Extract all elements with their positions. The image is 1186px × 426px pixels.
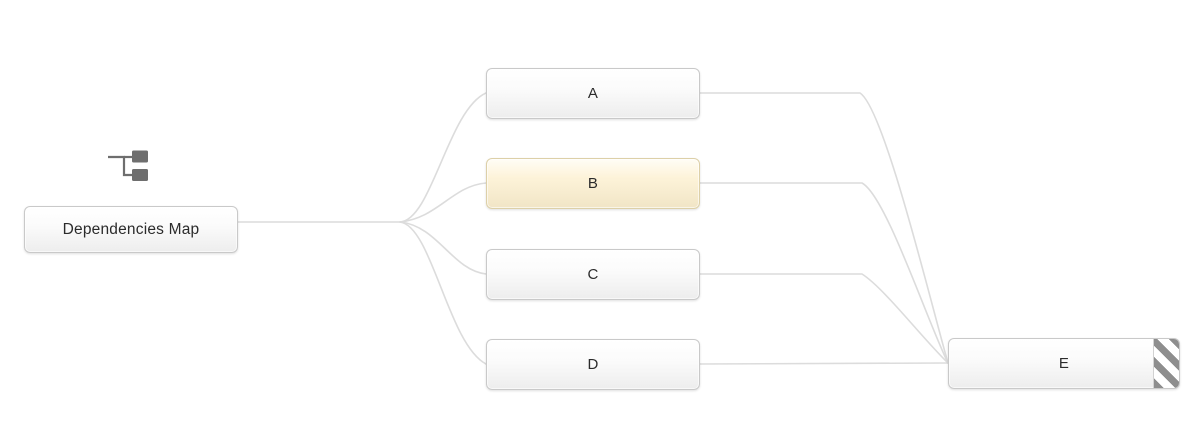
edge-b-e	[699, 182, 949, 364]
edge-root-b	[399, 182, 487, 223]
node-e[interactable]: E	[948, 338, 1180, 389]
edge-root-d	[399, 221, 487, 365]
edge-root-a	[399, 92, 487, 223]
node-d[interactable]: D	[486, 339, 700, 390]
node-label: A	[587, 85, 599, 102]
edge-d-e	[699, 362, 949, 365]
edge-root-c	[399, 221, 487, 275]
node-c[interactable]: C	[486, 249, 700, 300]
node-label: C	[587, 266, 599, 283]
node-label: D	[587, 356, 599, 373]
striped-edge-marker	[1153, 339, 1179, 388]
edge-a-e	[699, 92, 949, 364]
node-a[interactable]: A	[486, 68, 700, 119]
hierarchy-icon	[108, 150, 148, 181]
node-dependencies-map[interactable]: Dependencies Map	[24, 206, 238, 253]
node-label: B	[587, 175, 599, 192]
node-label: E	[1058, 355, 1070, 372]
node-label: Dependencies Map	[62, 220, 200, 238]
edge-c-e	[699, 273, 949, 364]
node-b[interactable]: B	[486, 158, 700, 209]
